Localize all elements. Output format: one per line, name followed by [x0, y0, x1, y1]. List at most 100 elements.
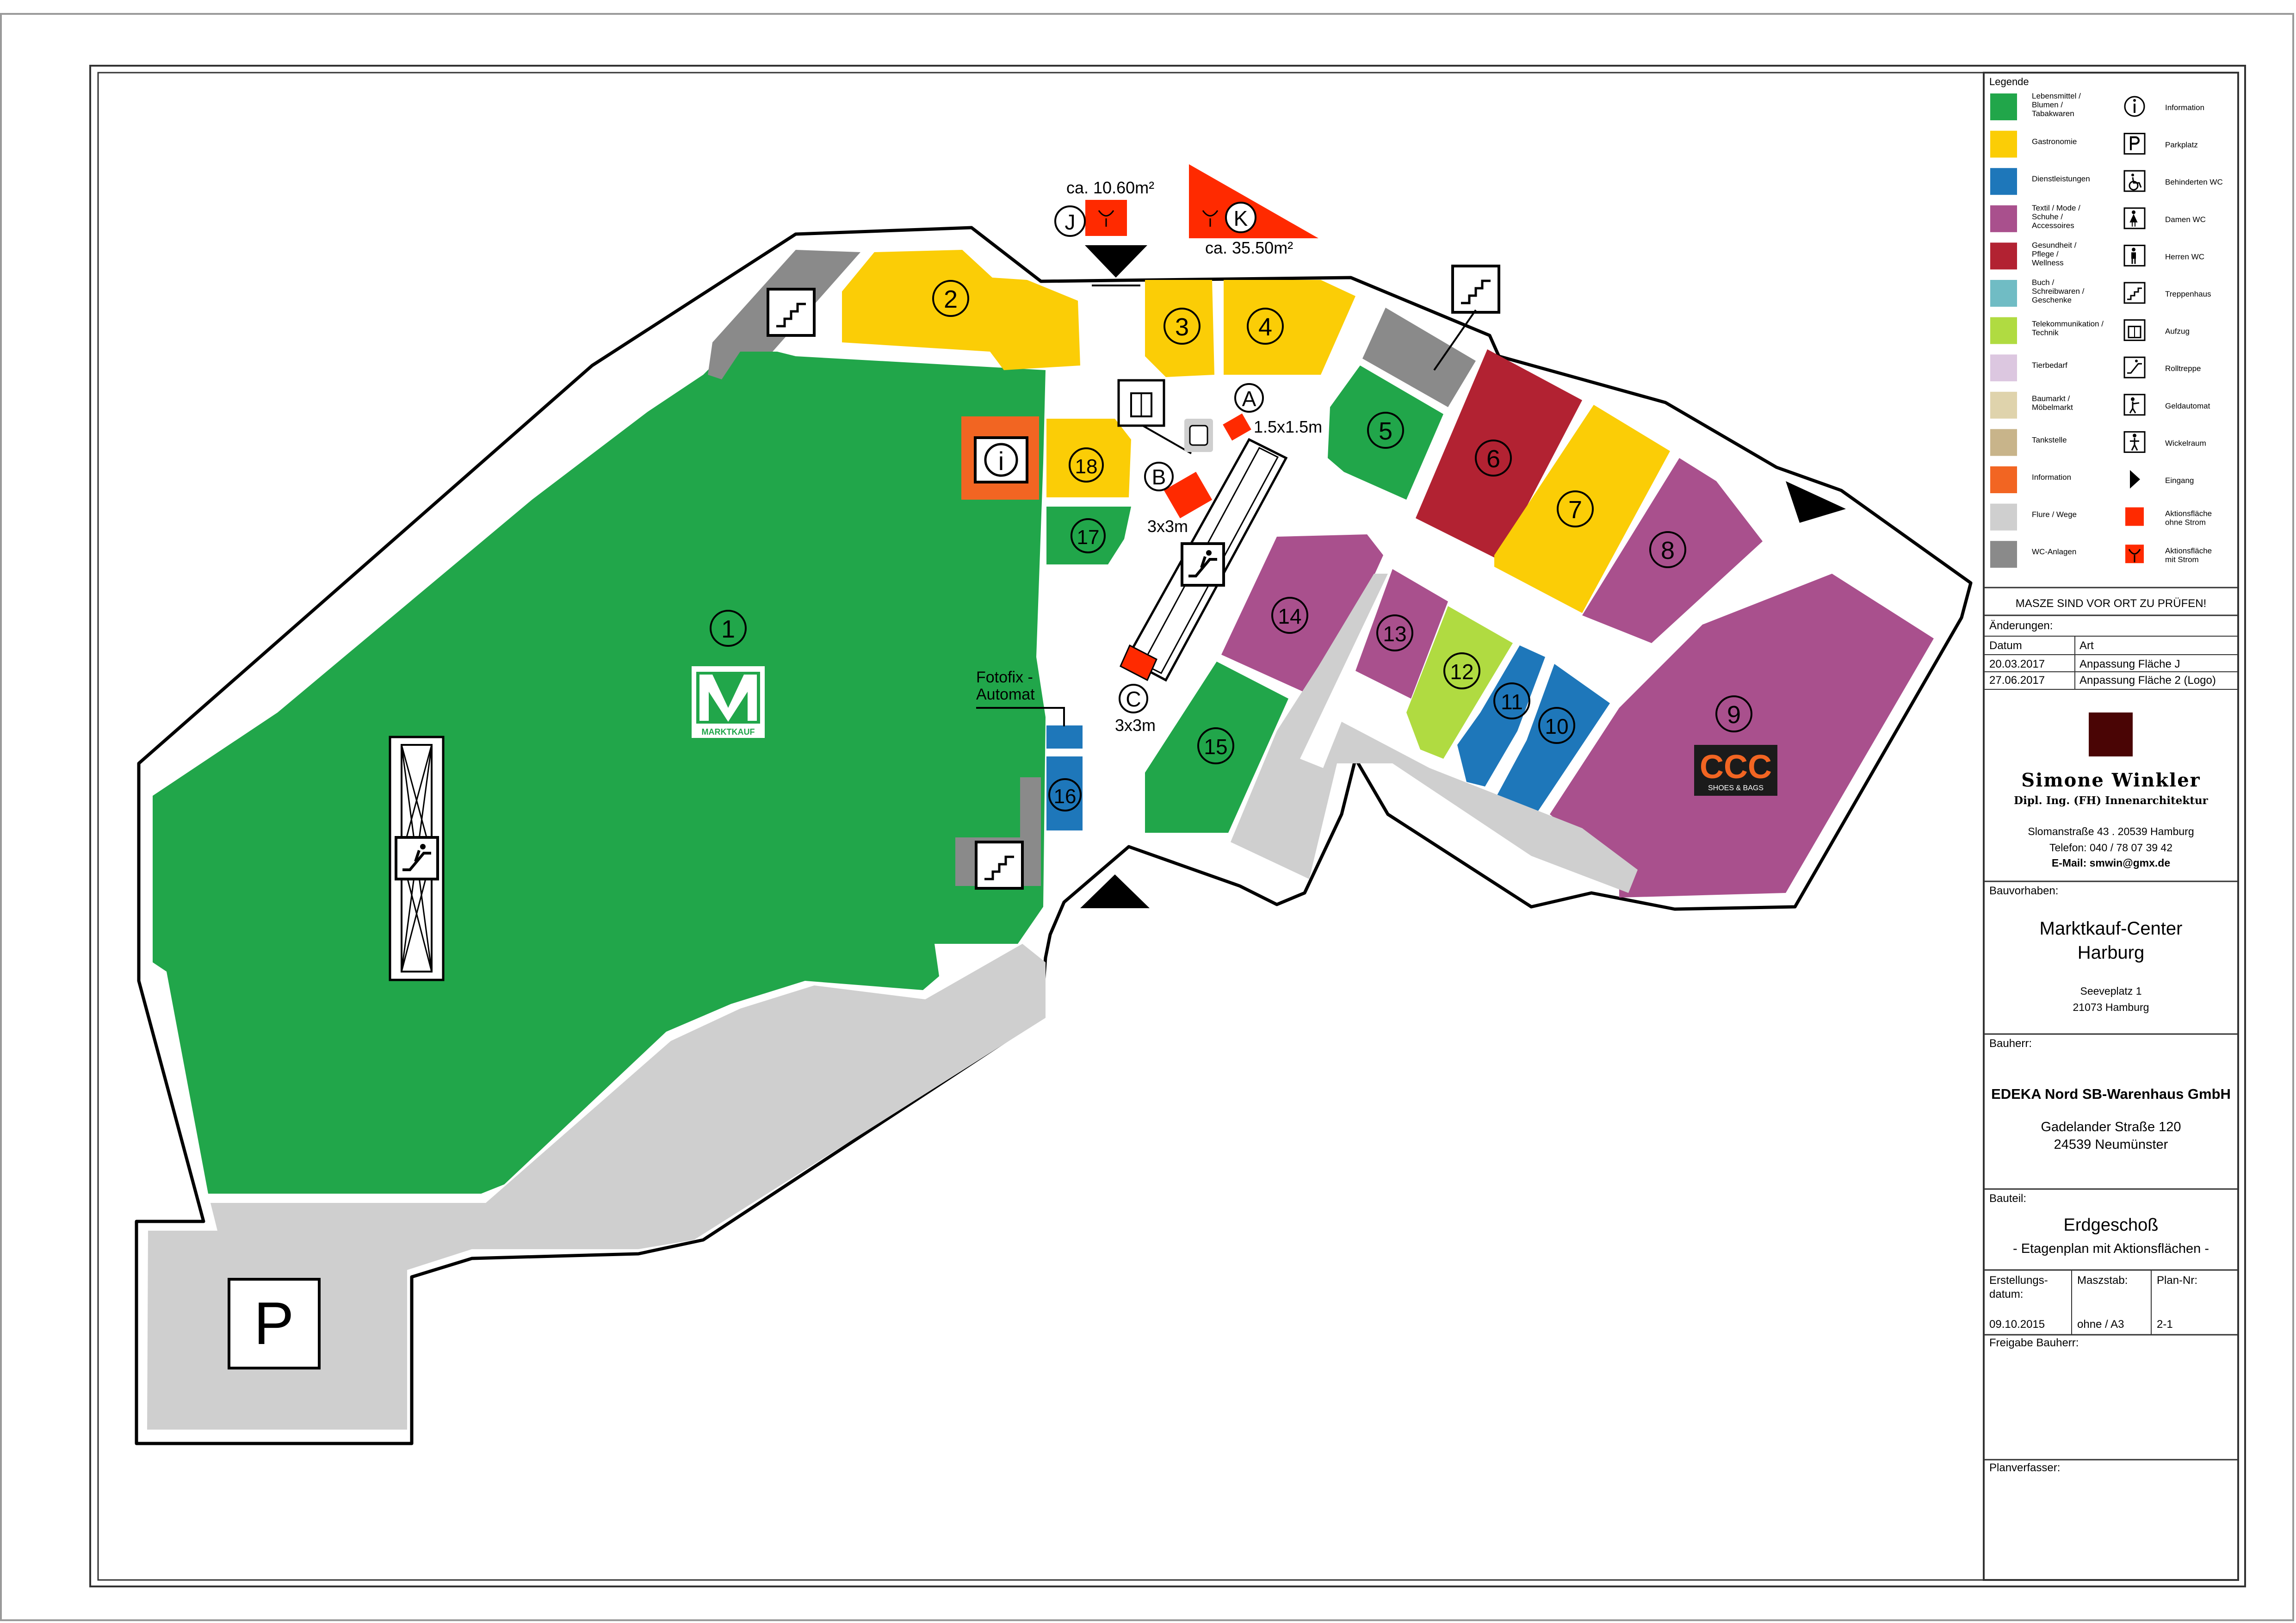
legend-label: Accessoires: [2032, 221, 2074, 230]
action-area-k[interactable]: [1189, 164, 1318, 238]
unit-number-7: 7: [1557, 490, 1594, 527]
unit-15-area[interactable]: [1145, 662, 1288, 833]
client-address: Gadelander Straße 120: [2041, 1120, 2181, 1134]
legend-item-baumarkt: Baumarkt /Möbelmarkt: [1990, 391, 2073, 419]
legend-item-tankstelle: Tankstelle: [1990, 429, 2067, 456]
atm-icon: [2123, 394, 2146, 416]
svg-text:4: 4: [1258, 313, 1272, 341]
women-wc-icon: [2123, 207, 2146, 229]
svg-text:11: 11: [1501, 690, 1523, 714]
action-area-j[interactable]: [1085, 200, 1127, 236]
action-area-power-icon: [2125, 545, 2144, 564]
changes-label: Änderungen:: [1989, 619, 2053, 632]
legend-swatch: [1990, 429, 2017, 456]
marktkauf-logo: MARKTKAUF: [692, 666, 765, 738]
legend-item-gesundheit: Gesundheit /Pflege /Wellness: [1990, 241, 2077, 270]
fotofix-label: Automat: [976, 686, 1035, 703]
unit-number-10: 10: [1538, 707, 1575, 744]
unit-4-area[interactable]: [1224, 280, 1355, 375]
unit-number-6: 6: [1475, 440, 1512, 477]
legend-label: Aufzug: [2165, 327, 2190, 336]
legend-label: Telekommunikation /: [2032, 320, 2104, 328]
wc-block-right: [1362, 308, 1476, 407]
created-label: Erstellungs-: [1989, 1274, 2048, 1287]
unit-number-16: 16: [1048, 778, 1082, 812]
unit-3-area[interactable]: [1145, 280, 1214, 377]
unit-1-area[interactable]: [153, 352, 1046, 1194]
action-area-icon: [2125, 507, 2144, 526]
fotofix-automat-booth[interactable]: [1046, 725, 1083, 749]
unit-number-14: 14: [1271, 597, 1308, 634]
change-date: 27.06.2017: [1989, 674, 2045, 687]
unit-7-area[interactable]: [1494, 405, 1670, 613]
svg-text:3x3m: 3x3m: [1147, 517, 1188, 536]
planner-label: Planverfasser:: [1989, 1462, 2060, 1474]
unit-2-area[interactable]: [842, 250, 1080, 370]
unit-18-area[interactable]: [1046, 419, 1131, 497]
unit-5-area[interactable]: [1328, 365, 1443, 500]
part-label: Bauteil:: [1989, 1192, 2026, 1205]
plan-value: 2-1: [2157, 1318, 2173, 1331]
change-art: Anpassung Fläche 2 (Logo): [2079, 674, 2216, 687]
unit-6-area[interactable]: [1416, 349, 1582, 560]
svg-text:12: 12: [1450, 660, 1473, 684]
svg-text:5: 5: [1379, 417, 1392, 445]
parking-icon: [2123, 133, 2146, 155]
unit-number-9: 9: [1715, 695, 1752, 732]
action-area-a[interactable]: [1223, 413, 1251, 441]
unit-16-area[interactable]: [1046, 756, 1083, 830]
escalator-icon: [1182, 544, 1224, 585]
parking-symbol: P: [254, 1289, 294, 1357]
legend-label: Tierbedarf: [2032, 361, 2067, 370]
designer-name: Simone Winkler: [2021, 769, 2200, 791]
unit-13-area[interactable]: [1355, 569, 1448, 699]
unit-10-area[interactable]: [1494, 664, 1610, 814]
designer-logo: [2089, 712, 2133, 756]
stairs-icon: [1453, 266, 1499, 312]
legend-item-stairs: Treppenhaus: [2123, 282, 2211, 304]
svg-text:3: 3: [1175, 313, 1189, 341]
action-area-b[interactable]: [1163, 471, 1213, 519]
escalator-icon: [396, 837, 438, 879]
legend-label: Geldautomat: [2165, 402, 2210, 410]
corridor-right: [1231, 574, 1638, 893]
designer-title: Dipl. Ing. (FH) Innenarchitektur: [2014, 794, 2209, 807]
legend-label: Buch /: [2032, 278, 2054, 287]
legend-label: Blumen /: [2032, 100, 2063, 109]
fotofix-label: Fotofix -: [976, 669, 1033, 686]
client-label: Bauherr:: [1989, 1037, 2032, 1050]
wheelchair-wc-icon: [2123, 170, 2146, 192]
svg-text:16: 16: [1054, 785, 1077, 808]
legend-label: Pflege /: [2032, 249, 2059, 258]
svg-text:9: 9: [1727, 701, 1741, 729]
elevator: [1117, 379, 1213, 454]
legend-label: Wellness: [2032, 258, 2064, 267]
legend-label: Flure / Wege: [2032, 510, 2077, 519]
svg-text:1.5x1.5m: 1.5x1.5m: [1254, 417, 1322, 436]
svg-text:J: J: [1065, 210, 1076, 234]
baby-changing-icon: [2123, 431, 2146, 453]
svg-text:CCC: CCC: [1700, 749, 1772, 786]
svg-text:SHOES & BAGS: SHOES & BAGS: [1708, 784, 1764, 792]
unit-17-area[interactable]: [1046, 507, 1131, 564]
client-name: EDEKA Nord SB-Warenhaus GmbH: [1991, 1086, 2231, 1102]
legend-label: Baumarkt /: [2032, 394, 2070, 403]
unit-9-area[interactable]: [1550, 574, 1934, 898]
legend-swatch: [1990, 93, 2017, 120]
ccc-logo: CCC SHOES & BAGS: [1694, 745, 1777, 796]
legend-title: Legende: [1989, 76, 2029, 87]
legend-item-info: Information: [2124, 96, 2204, 117]
legend-label: Schreibwaren /: [2032, 287, 2085, 296]
parking-area[interactable]: [147, 944, 1046, 1430]
legend-label: Tabakwaren: [2032, 109, 2074, 118]
legend-label: Geschenke: [2032, 296, 2072, 304]
unit-14-area[interactable]: [1221, 534, 1383, 699]
unit-8-area[interactable]: [1582, 458, 1763, 643]
legend-label: Gesundheit /: [2032, 241, 2077, 249]
svg-text:18: 18: [1075, 455, 1098, 478]
legend-label: Schuhe /: [2032, 212, 2063, 221]
svg-text:1: 1: [721, 615, 735, 643]
unit-12-area[interactable]: [1406, 606, 1513, 759]
